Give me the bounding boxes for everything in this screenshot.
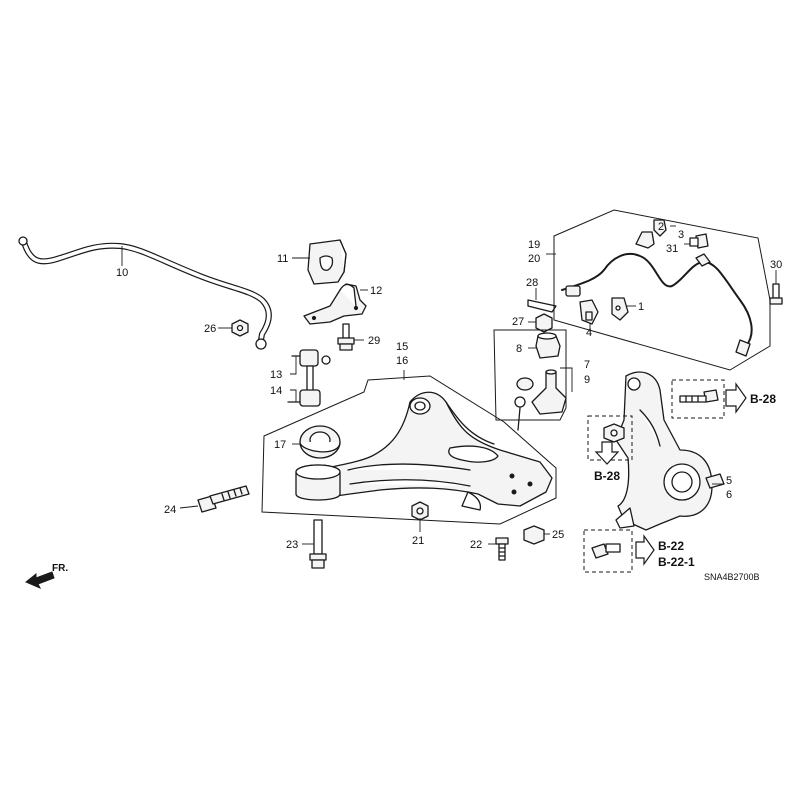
lower-arm-bushing-17 (299, 425, 341, 459)
nut-25 (523, 525, 545, 545)
leader-lines (121, 225, 777, 545)
callout-12: 12 (370, 285, 382, 297)
ref-b28-below: B-28 (594, 469, 620, 483)
flange-nut-21 (411, 501, 429, 521)
knuckle-bolt (679, 389, 719, 403)
arrow-right-b22 (635, 534, 655, 566)
callout-5: 5 (726, 475, 732, 487)
callout-1: 1 (638, 301, 644, 313)
callout-25: 25 (552, 529, 564, 541)
sensor-clip-2 (653, 219, 667, 237)
flange-bolt-23 (309, 519, 327, 569)
flange-bolt-24 (197, 485, 250, 513)
knuckle-nut (603, 423, 625, 443)
reference-arrows (594, 382, 747, 566)
bolt-31 (689, 233, 709, 249)
front-direction-marker (25, 571, 55, 589)
castle-nut-27 (535, 313, 553, 333)
flange-bolt-29 (337, 323, 355, 351)
flange-nut-26 (231, 319, 249, 337)
snap-ring-28 (527, 299, 557, 313)
ref-b22-1: B-22-1 (658, 555, 695, 569)
callout-15: 15 (396, 341, 408, 353)
callout-16: 16 (396, 355, 408, 367)
stabilizer-link (287, 349, 331, 407)
stabilizer-bar (18, 236, 272, 350)
steering-knuckle (615, 371, 725, 531)
lower-arm (317, 391, 553, 511)
stabilizer-holder (303, 283, 367, 325)
callout-21: 21 (412, 535, 424, 547)
callout-7: 7 (584, 359, 590, 371)
stabilizer-bushing (307, 239, 347, 285)
callout-10: 10 (116, 267, 128, 279)
ref-b28-right: B-28 (750, 392, 776, 406)
callout-29: 29 (368, 335, 380, 347)
diagram-code: SNA4B2700B (704, 572, 760, 582)
bolt-22 (495, 537, 509, 561)
callout-26: 26 (204, 323, 216, 335)
callout-6: 6 (726, 489, 732, 501)
ref-b22: B-22 (658, 539, 684, 553)
callout-14: 14 (270, 385, 282, 397)
callout-31: 31 (666, 243, 678, 255)
brake-bolt (591, 543, 621, 559)
arrow-right-b28 (725, 382, 747, 414)
callout-27: 27 (512, 316, 524, 328)
callout-30: 30 (770, 259, 782, 271)
group-outlines (261, 209, 771, 573)
callout-13: 13 (270, 369, 282, 381)
callout-17: 17 (274, 439, 286, 451)
ball-joint (514, 332, 567, 431)
wheel-speed-sensor (561, 231, 753, 357)
callout-3: 3 (678, 229, 684, 241)
callout-4: 4 (586, 327, 592, 339)
front-label: FR. (52, 563, 68, 574)
callout-2: 2 (658, 221, 664, 233)
sensor-clamp-4 (579, 299, 599, 325)
sensor-clamp-1 (611, 297, 629, 321)
callout-labels: 10 11 12 26 29 13 14 15 16 17 24 23 21 2… (116, 221, 782, 551)
callout-20: 20 (528, 253, 540, 265)
callout-11: 11 (277, 253, 288, 265)
callout-9: 9 (584, 374, 590, 386)
callout-28: 28 (526, 277, 538, 289)
callout-19: 19 (528, 239, 540, 251)
callout-24: 24 (164, 504, 176, 516)
callout-8: 8 (516, 343, 522, 355)
callout-23: 23 (286, 539, 298, 551)
bolt-30 (769, 283, 783, 305)
callout-22: 22 (470, 539, 482, 551)
arrow-down-b28 (594, 441, 620, 465)
reference-labels: B-28 B-28 B-22 B-22-1 (594, 392, 776, 569)
compliance-bushing (295, 464, 341, 501)
